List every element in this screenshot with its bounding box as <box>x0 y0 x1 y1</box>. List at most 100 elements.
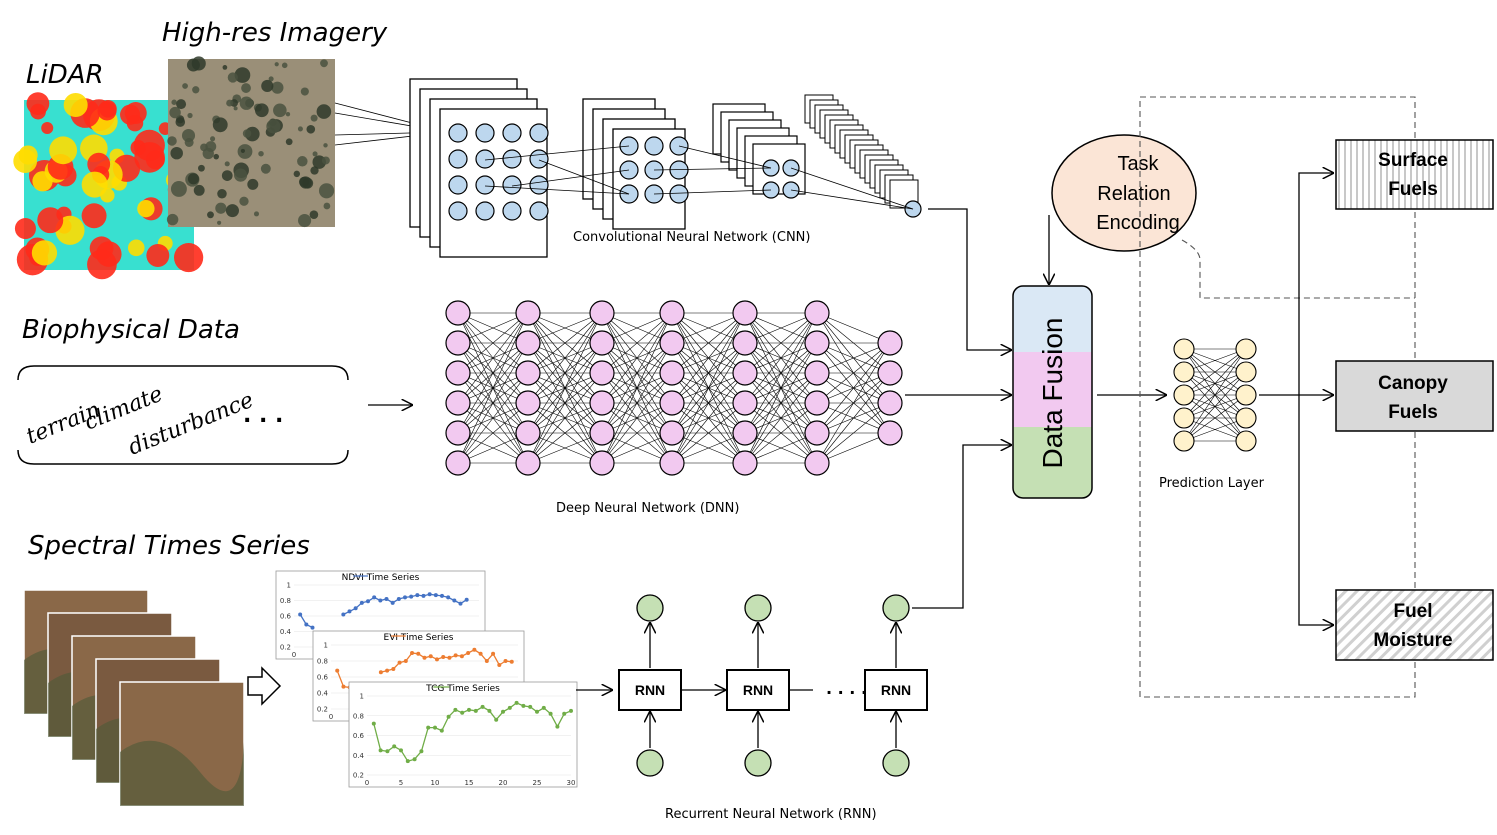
chart-point <box>403 595 407 600</box>
chart-point <box>466 651 471 655</box>
rnn-to-fusion-arrow <box>912 445 1011 609</box>
tree-blob <box>261 79 274 93</box>
dnn-node <box>732 450 758 476</box>
dnn-node <box>589 360 615 386</box>
pred-node <box>1235 338 1257 360</box>
tree-blob <box>260 163 271 174</box>
dnn-node <box>515 450 541 476</box>
pred-node <box>1173 407 1195 429</box>
dnn-edge <box>601 402 673 464</box>
tree-blob <box>221 170 233 181</box>
dnn-node <box>515 390 541 416</box>
tree-blob <box>320 59 328 68</box>
data-fusion-block: Data Fusion <box>1012 285 1093 499</box>
tree-blob <box>316 104 332 119</box>
tree-blob <box>323 143 328 148</box>
chart-xtick: 15 <box>465 779 474 787</box>
tree-blob <box>212 117 228 133</box>
chart-xtick: 20 <box>499 779 508 787</box>
lidar-blob <box>37 207 64 234</box>
tree-blob <box>297 156 308 167</box>
pred-node <box>1235 407 1257 429</box>
dnn-node <box>804 300 830 326</box>
cnn-node <box>529 149 549 169</box>
dnn-node <box>445 360 471 386</box>
tree-blob <box>274 62 279 67</box>
dnn-edge <box>671 342 746 464</box>
dnn-edge <box>457 312 529 464</box>
chart-title: NDVI Time Series <box>342 573 420 583</box>
dnn-node <box>804 450 830 476</box>
dnn-edge <box>816 342 891 404</box>
dashed-feedback-loop <box>1139 96 1416 698</box>
cnn-node <box>529 201 549 221</box>
lidar-blob <box>87 152 111 176</box>
dnn-edge <box>671 312 746 404</box>
cnn-node <box>475 175 495 195</box>
lidar-blob <box>41 121 54 134</box>
tree-blob <box>240 148 245 154</box>
dnn-edge <box>527 312 603 434</box>
rnn-cell-label: RNN <box>881 682 911 698</box>
cnn-connection <box>484 145 630 161</box>
pred-node <box>1173 384 1195 406</box>
section-title-imagery: High-res Imagery <box>162 18 388 48</box>
tree-blob <box>309 210 319 219</box>
cnn-node <box>669 184 689 204</box>
rnn-input-node <box>882 749 910 777</box>
chart-point <box>555 724 560 729</box>
chart-point <box>378 598 383 603</box>
chart-ytick: 1 <box>360 693 364 701</box>
dnn-node <box>515 420 541 446</box>
dnn-edge <box>671 402 746 464</box>
output-surface-line1: Surface <box>1378 150 1448 171</box>
lidar-blob <box>87 249 117 280</box>
chart-point <box>371 721 376 726</box>
tree-blob <box>224 161 230 167</box>
chart-ytick: 0.8 <box>280 597 291 605</box>
cnn-node <box>502 123 522 143</box>
chart-point <box>341 612 346 617</box>
dnn-node <box>515 360 541 386</box>
rnn-output-node <box>636 594 664 622</box>
rnn-input-node <box>744 749 772 777</box>
dnn-edge <box>744 402 818 464</box>
pred-edge <box>1183 371 1247 442</box>
cnn-connection <box>653 167 772 171</box>
dnn-node <box>445 450 471 476</box>
chart-xtick: 30 <box>567 779 576 787</box>
chart-point <box>484 659 489 663</box>
chart-point <box>473 708 478 713</box>
lidar-blob <box>30 103 46 120</box>
chart-point <box>562 711 567 716</box>
chart-point <box>385 749 390 754</box>
chart-xtick: 0 <box>329 713 333 721</box>
chart-point <box>396 596 401 601</box>
tree-blob <box>186 58 200 72</box>
chart-ytick: 0.2 <box>280 644 291 652</box>
prediction-layer <box>1173 338 1257 452</box>
dnn-edge <box>744 432 818 464</box>
tree-blob <box>293 170 301 178</box>
fusion-label: Data Fusion <box>1037 318 1068 469</box>
pred-edge <box>1183 348 1247 442</box>
cnn-connection <box>653 189 772 195</box>
chart-point <box>446 714 451 719</box>
chart-point <box>412 757 417 762</box>
lidar-blob <box>32 171 53 192</box>
chart-point <box>378 670 383 675</box>
tree-blob <box>253 211 260 217</box>
dnn-node <box>732 390 758 416</box>
chart-point <box>459 654 464 659</box>
dnn-edge <box>816 342 891 374</box>
cnn-node <box>529 175 549 195</box>
dnn-edge <box>671 312 746 344</box>
prediction-to-outputs-arrows <box>1259 173 1333 625</box>
rnn-cell-label: RNN <box>635 682 665 698</box>
dnn-node <box>732 420 758 446</box>
tree-blob <box>321 156 330 165</box>
chart-point <box>341 684 346 689</box>
chart-point <box>447 655 452 660</box>
